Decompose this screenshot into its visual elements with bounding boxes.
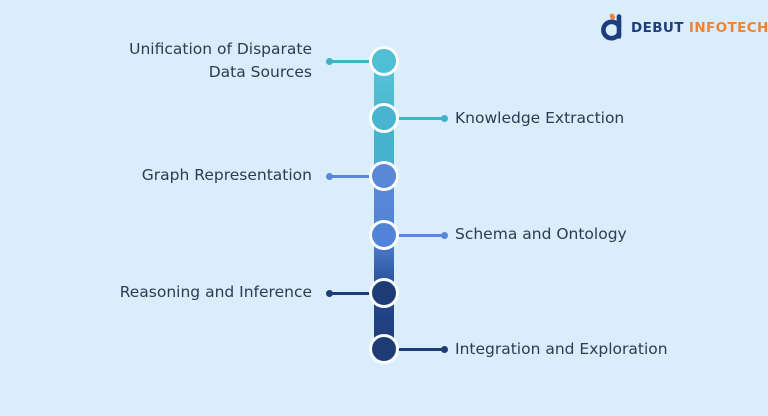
node-label-knowledge-extraction: Knowledge Extraction bbox=[455, 109, 625, 127]
connector-dot-1 bbox=[326, 58, 333, 65]
timeline-node-3 bbox=[369, 161, 399, 191]
node-label-integration-and-exploration: Integration and Exploration bbox=[455, 340, 668, 358]
connector-line-3 bbox=[330, 175, 378, 178]
connector-dot-5 bbox=[326, 290, 333, 297]
connector-dot-3 bbox=[326, 173, 333, 180]
timeline-node-2 bbox=[369, 103, 399, 133]
node-label-schema-and-ontology: Schema and Ontology bbox=[455, 225, 627, 243]
logo-word-infotech: INFOTECH bbox=[688, 19, 768, 36]
connector-line-6 bbox=[390, 348, 444, 351]
connector-line-4 bbox=[390, 234, 444, 237]
connector-line-1 bbox=[330, 60, 378, 63]
connector-line-5 bbox=[330, 292, 378, 295]
connector-dot-6 bbox=[441, 346, 448, 353]
timeline-node-5 bbox=[369, 278, 399, 308]
logo-word-debut: DEBUT bbox=[631, 19, 684, 36]
timeline-node-4 bbox=[369, 220, 399, 250]
connector-dot-4 bbox=[441, 232, 448, 239]
node-label-unification-of-disparate-data-sources: Unification of Disparate Data Sources bbox=[129, 40, 312, 81]
timeline-node-1 bbox=[369, 46, 399, 76]
timeline-node-6 bbox=[369, 334, 399, 364]
node-label-graph-representation: Graph Representation bbox=[141, 166, 312, 184]
connector-dot-2 bbox=[441, 115, 448, 122]
connector-line-2 bbox=[390, 117, 444, 120]
node-label-reasoning-and-inference: Reasoning and Inference bbox=[119, 283, 312, 301]
debut-infotech-logo-icon bbox=[601, 13, 622, 41]
timeline-spine bbox=[374, 61, 394, 350]
